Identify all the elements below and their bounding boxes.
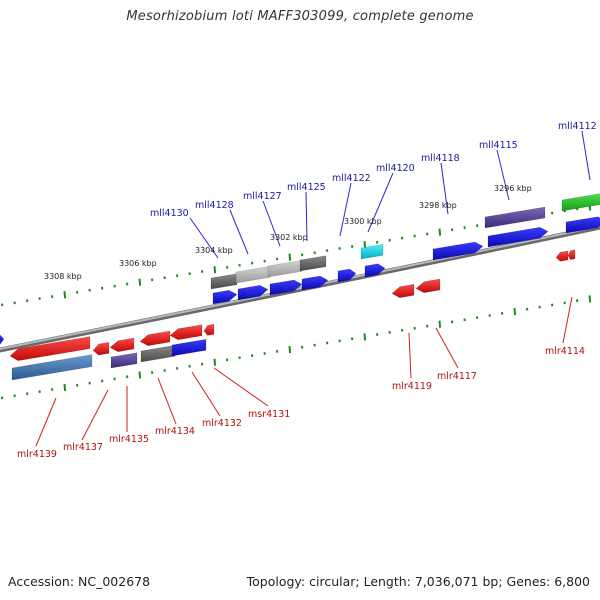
leader-line-mll4125 — [305, 191, 308, 242]
gene-label-mll4112[interactable]: mll4112 — [558, 121, 597, 132]
scale-major-tick — [588, 295, 592, 303]
scale-major-tick — [288, 253, 292, 261]
tick-layer — [1, 203, 592, 400]
gene-label-mll4122[interactable]: mll4122 — [332, 173, 371, 184]
gene-label-mlr4117[interactable]: mlr4117 — [437, 371, 477, 382]
leader-line-mll4122 — [339, 182, 352, 237]
leader-line-mlr4139 — [35, 397, 57, 447]
scale-major-tick — [138, 278, 142, 286]
leader-line-mll4127 — [262, 200, 281, 247]
kbp-label-3302: 3302 kbp — [270, 233, 308, 242]
gene-feature-mlr4135[interactable] — [109, 337, 135, 352]
accession-text: Accession: NC_002678 — [8, 574, 151, 589]
gene-label-mll4118[interactable]: mll4118 — [421, 153, 460, 164]
gene-label-mlr4114[interactable]: mlr4114 — [545, 346, 585, 357]
leader-line-mlr4132 — [191, 371, 221, 417]
gene-feature-mll4128[interactable] — [237, 285, 269, 301]
gene-feature-mlr4132[interactable] — [169, 324, 203, 340]
gene-feature-fbox-2[interactable] — [235, 266, 271, 284]
gene-feature-mll4127[interactable] — [269, 279, 303, 296]
gene-feature-msr4131[interactable] — [203, 324, 215, 336]
scale-major-tick — [438, 320, 442, 328]
scale-major-tick — [513, 307, 517, 316]
gene-label-mll4125[interactable]: mll4125 — [287, 182, 326, 193]
leader-line-mlr4117 — [435, 327, 459, 369]
leader-line-mlr4119 — [408, 332, 412, 379]
gene-feature-mll4122[interactable] — [337, 268, 357, 283]
gene-feature-fbox-3[interactable] — [267, 260, 303, 278]
gene-label-mlr4119[interactable]: mlr4119 — [392, 381, 432, 392]
gene-feature-fbox-7[interactable] — [561, 193, 600, 212]
gene-feature-rbox-3[interactable] — [140, 345, 176, 363]
gene-feature-fbox-4[interactable] — [299, 255, 327, 272]
gene-label-msr4131[interactable]: msr4131 — [248, 409, 290, 420]
gene-feature-fbox-6[interactable] — [484, 206, 546, 229]
gene-feature-mlr4119[interactable] — [391, 284, 415, 298]
gene-feature-rbox-1[interactable] — [11, 354, 93, 381]
gene-feature-mlr4114b[interactable] — [567, 249, 576, 260]
gene-feature-mll4118[interactable] — [432, 241, 484, 261]
leader-line-mlr4137 — [81, 389, 109, 441]
scale-major-tick — [363, 241, 367, 249]
gene-feature-mlr4139[interactable] — [9, 336, 91, 361]
kbp-label-3308: 3308 kbp — [44, 272, 82, 281]
map-title: Mesorhizobium loti MAFF303099, complete … — [126, 9, 474, 24]
gene-label-mll4127[interactable]: mll4127 — [243, 191, 282, 202]
scale-major-tick — [213, 358, 217, 366]
gene-feature-mlr4137[interactable] — [92, 342, 110, 356]
gene-feature-fwd-edge[interactable] — [0, 334, 5, 346]
gene-feature-mlr4117[interactable] — [415, 278, 441, 293]
kbp-label-3296: 3296 kbp — [494, 184, 532, 193]
leader-line-mll4130 — [189, 217, 219, 259]
gene-label-mlr4135[interactable]: mlr4135 — [109, 434, 149, 445]
leader-line-msr4131 — [213, 367, 269, 407]
backbone-arc — [0, 225, 600, 351]
scale-major-tick — [363, 333, 367, 341]
leader-line-mlr4134 — [157, 377, 177, 425]
gene-label-mlr4132[interactable]: mlr4132 — [202, 418, 242, 429]
gene-feature-mlr4114[interactable] — [555, 250, 569, 262]
leader-line-mll4128 — [229, 209, 249, 255]
gene-feature-mll4115[interactable] — [487, 227, 549, 248]
gene-label-mlr4137[interactable]: mlr4137 — [63, 442, 103, 453]
gene-label-mll4120[interactable]: mll4120 — [376, 163, 415, 174]
scale-major-tick — [213, 266, 217, 274]
scale-major-tick — [138, 371, 142, 379]
scale-major-tick — [63, 291, 67, 299]
scale-major-tick — [288, 345, 292, 354]
kbp-label-3304: 3304 kbp — [195, 246, 233, 255]
leader-line-mlr4114 — [562, 296, 573, 344]
gene-feature-fbox-1[interactable] — [210, 273, 238, 290]
scale-major-tick — [438, 228, 442, 236]
gene-label-mll4115[interactable]: mll4115 — [479, 140, 518, 151]
gene-label-mll4130[interactable]: mll4130 — [150, 208, 189, 219]
scale-major-tick — [63, 384, 67, 392]
leader-line-mll4115 — [496, 149, 510, 201]
gene-feature-mll4120[interactable] — [364, 263, 386, 278]
leader-line-mll4120 — [367, 172, 394, 233]
gene-label-mlr4139[interactable]: mlr4139 — [17, 449, 57, 460]
leader-layer — [35, 130, 591, 447]
gene-feature-rbox-4[interactable] — [171, 339, 207, 357]
gene-feature-rbox-2[interactable] — [110, 352, 138, 369]
gene-feature-mll4125[interactable] — [301, 275, 329, 291]
gene-feature-mll4130[interactable] — [212, 290, 238, 305]
backbone-layer — [0, 224, 600, 353]
gene-feature-mll4112[interactable] — [565, 216, 600, 234]
gene-label-mll4128[interactable]: mll4128 — [195, 200, 234, 211]
gene-feature-mlr4134[interactable] — [139, 330, 171, 346]
kbp-label-3306: 3306 kbp — [119, 259, 157, 268]
gene-feature-fbox-5[interactable] — [360, 244, 384, 260]
leader-line-mll4112 — [581, 130, 591, 181]
gene-label-mlr4134[interactable]: mlr4134 — [155, 426, 195, 437]
genome-summary-text: Topology: circular; Length: 7,036,071 bp… — [246, 574, 590, 589]
leader-line-mll4118 — [440, 162, 449, 215]
kbp-label-3300: 3300 kbp — [344, 217, 382, 226]
feature-layer — [0, 193, 600, 381]
kbp-label-3298: 3298 kbp — [419, 201, 457, 210]
